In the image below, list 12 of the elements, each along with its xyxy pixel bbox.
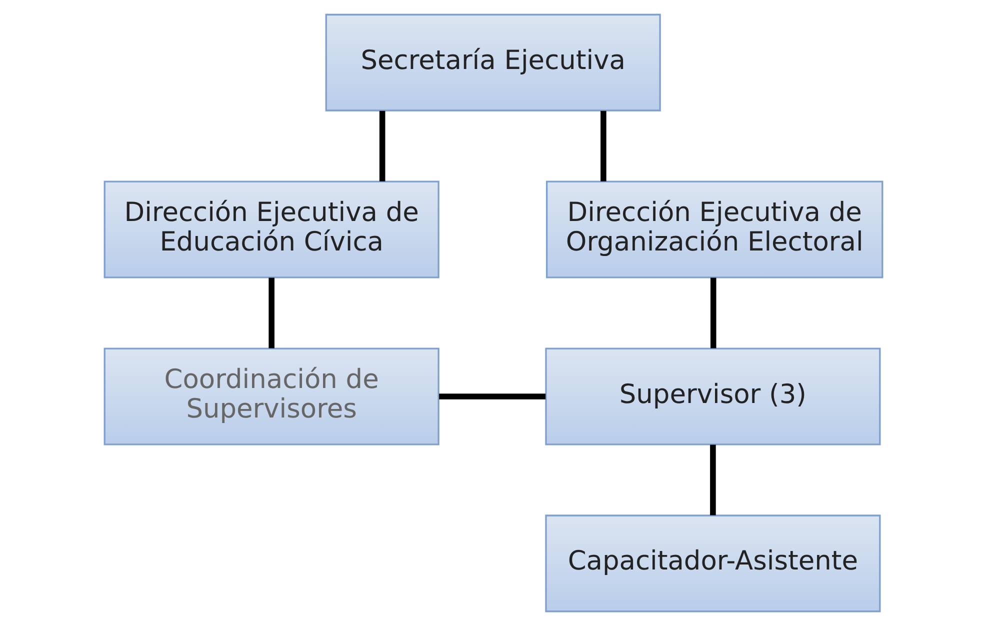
connector xyxy=(379,110,386,182)
node-box: Dirección Ejecutiva de Organización Electoral xyxy=(546,180,884,278)
node-box: Dirección Ejecutiva de Educación Cívica xyxy=(104,180,440,278)
connector xyxy=(710,444,716,516)
connector xyxy=(600,110,606,182)
node-box: Coordinación de Supervisores xyxy=(104,348,440,446)
connector xyxy=(439,394,546,400)
connector xyxy=(710,278,716,348)
node-box: Capacitador-Asistente xyxy=(545,514,881,612)
node-box: Secretaría Ejecutiva xyxy=(325,14,661,112)
node-box: Supervisor (3) xyxy=(545,348,881,446)
connector xyxy=(268,278,274,348)
